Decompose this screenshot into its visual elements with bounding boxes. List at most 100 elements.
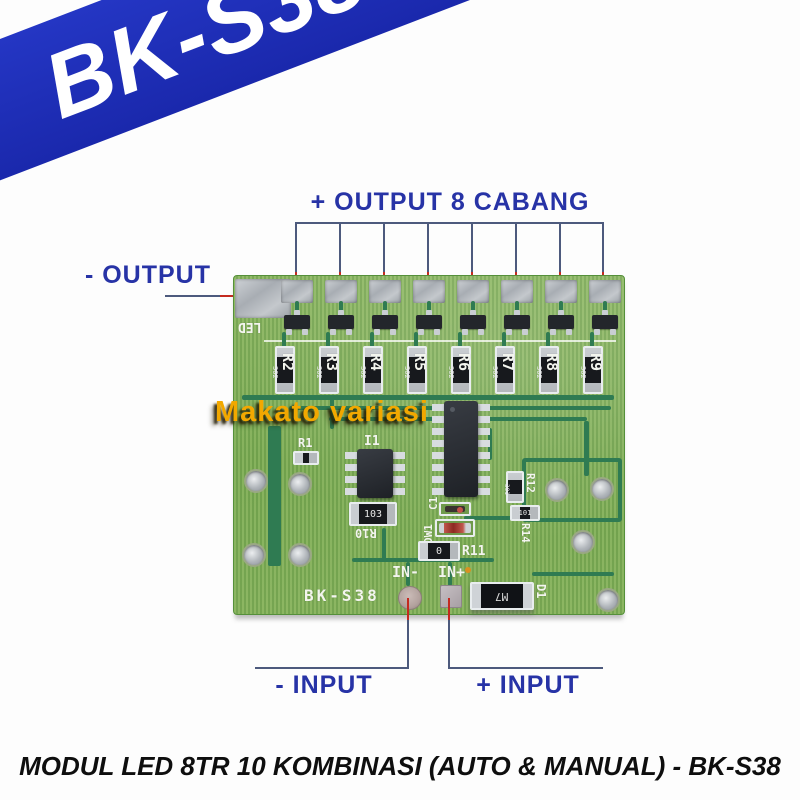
corner-banner: BK-S38 xyxy=(0,0,509,201)
silkscreen-model: BK-S38 xyxy=(304,586,380,605)
in-plus-pad xyxy=(440,585,462,608)
output-channel-column: 302 R3 xyxy=(315,280,363,412)
output-callout-line xyxy=(295,222,297,272)
pcb-trace xyxy=(242,395,614,400)
silkscreen-in-minus: IN- xyxy=(392,563,420,581)
smd-resistor: 302 xyxy=(447,346,471,394)
output-channel-column: 302 R2 xyxy=(271,280,319,412)
pcb-trace xyxy=(458,332,462,348)
d1-label: D1 xyxy=(534,584,548,599)
resistor-label: R2 xyxy=(279,353,297,372)
pcb-trace xyxy=(330,395,334,429)
solder-hole xyxy=(288,472,312,496)
output-callout-line xyxy=(339,222,341,272)
transistor xyxy=(415,310,443,336)
input-minus-label: - INPUT xyxy=(275,671,373,699)
transistor xyxy=(371,310,399,336)
resistor-label: R3 xyxy=(323,353,341,372)
r11-resistor: 0 xyxy=(418,541,460,561)
solder-hole xyxy=(596,588,620,612)
r14-label: R14 xyxy=(519,523,532,543)
resistor-label: R8 xyxy=(543,353,561,372)
smd-resistor: 302 xyxy=(579,346,603,394)
transistor xyxy=(503,310,531,336)
pcb-board: LED 302 R2 302 R3 302 R4 302 R5 3 xyxy=(233,275,625,615)
output-callout-line xyxy=(427,222,429,272)
output-channel-column: 302 R9 xyxy=(579,280,627,412)
output-channel-column: 302 R8 xyxy=(535,280,583,412)
input-minus-line-h xyxy=(255,667,409,669)
pcb-trace xyxy=(414,332,418,348)
banner-model-label: BK-S38 xyxy=(31,0,379,139)
output-pad xyxy=(413,280,445,303)
pcb-trace xyxy=(295,301,299,314)
solder-hole xyxy=(244,469,268,493)
resistor-label: R5 xyxy=(411,353,429,372)
i1-chip xyxy=(357,449,393,498)
solder-hole xyxy=(242,543,266,567)
r1-resistor xyxy=(293,451,319,465)
pcb-trace xyxy=(471,301,475,314)
output-minus-label: - OUTPUT xyxy=(84,261,212,289)
pcb-trace xyxy=(603,301,607,314)
pcb-trace xyxy=(546,332,550,348)
pcb-trace xyxy=(464,516,524,520)
ic16-leads-right xyxy=(478,404,490,496)
output-callout-line xyxy=(383,222,385,272)
pcb-trace xyxy=(382,528,386,560)
r1-label: R1 xyxy=(298,436,313,450)
resistor-label: R6 xyxy=(455,353,473,372)
pcb-trace xyxy=(383,301,387,314)
ic16-chip xyxy=(444,401,478,497)
solder-hole xyxy=(571,530,595,554)
r10-label: R10 xyxy=(355,526,377,540)
output-pad xyxy=(325,280,357,303)
input-minus-line xyxy=(407,620,409,669)
output-pad xyxy=(369,280,401,303)
ic16-leads-left xyxy=(432,404,444,496)
resistor-label: R4 xyxy=(367,353,385,372)
resistor-label: R7 xyxy=(499,353,517,372)
smd-resistor: 302 xyxy=(271,346,295,394)
i1-leads-right xyxy=(393,452,405,500)
output-plus-label: + OUTPUT 8 CABANG xyxy=(310,188,590,216)
watermark: Makato variasi xyxy=(215,396,429,428)
i1-label: I1 xyxy=(364,434,380,449)
output-callout-line xyxy=(471,222,473,272)
dw1-diode xyxy=(435,519,475,537)
pcb-trace xyxy=(326,332,330,348)
output-channel-column: 302 R4 xyxy=(359,280,407,412)
pin1-dot xyxy=(450,407,455,412)
output-callout-connector xyxy=(295,222,604,224)
pcb-trace xyxy=(532,572,614,576)
input-plus-line xyxy=(448,620,450,669)
output-channel-column: 302 R6 xyxy=(447,280,495,412)
output-pad xyxy=(545,280,577,303)
solder-hole xyxy=(288,543,312,567)
input-plus-label: + INPUT xyxy=(476,671,580,699)
pcb-trace xyxy=(370,332,374,348)
silkscreen-led-label: LED xyxy=(238,319,262,334)
solder-hole xyxy=(545,478,569,502)
input-plus-line-h xyxy=(448,667,603,669)
output-callout-line xyxy=(602,222,604,272)
pcb-trace xyxy=(502,332,506,348)
smd-resistor: 302 xyxy=(315,346,339,394)
r10-resistor: 103 xyxy=(349,502,397,526)
output-channel-column: 302 R7 xyxy=(491,280,539,412)
resistor-label: R9 xyxy=(587,353,605,372)
smd-resistor: 302 xyxy=(535,346,559,394)
pcb-trace xyxy=(488,428,492,460)
r11-label: R11 xyxy=(462,544,486,559)
pcb-trace xyxy=(268,426,281,566)
solder-hole xyxy=(590,477,614,501)
input-minus-tip xyxy=(407,598,409,620)
silkscreen-line xyxy=(264,340,616,342)
output-callout-line xyxy=(515,222,517,272)
in-minus-pad xyxy=(398,586,422,610)
transistor xyxy=(327,310,355,336)
product-caption: MODUL LED 8TR 10 KOMBINASI (AUTO & MANUA… xyxy=(19,751,781,781)
pcb-trace xyxy=(448,562,452,586)
output-pad xyxy=(457,280,489,303)
orange-dot xyxy=(465,567,471,573)
